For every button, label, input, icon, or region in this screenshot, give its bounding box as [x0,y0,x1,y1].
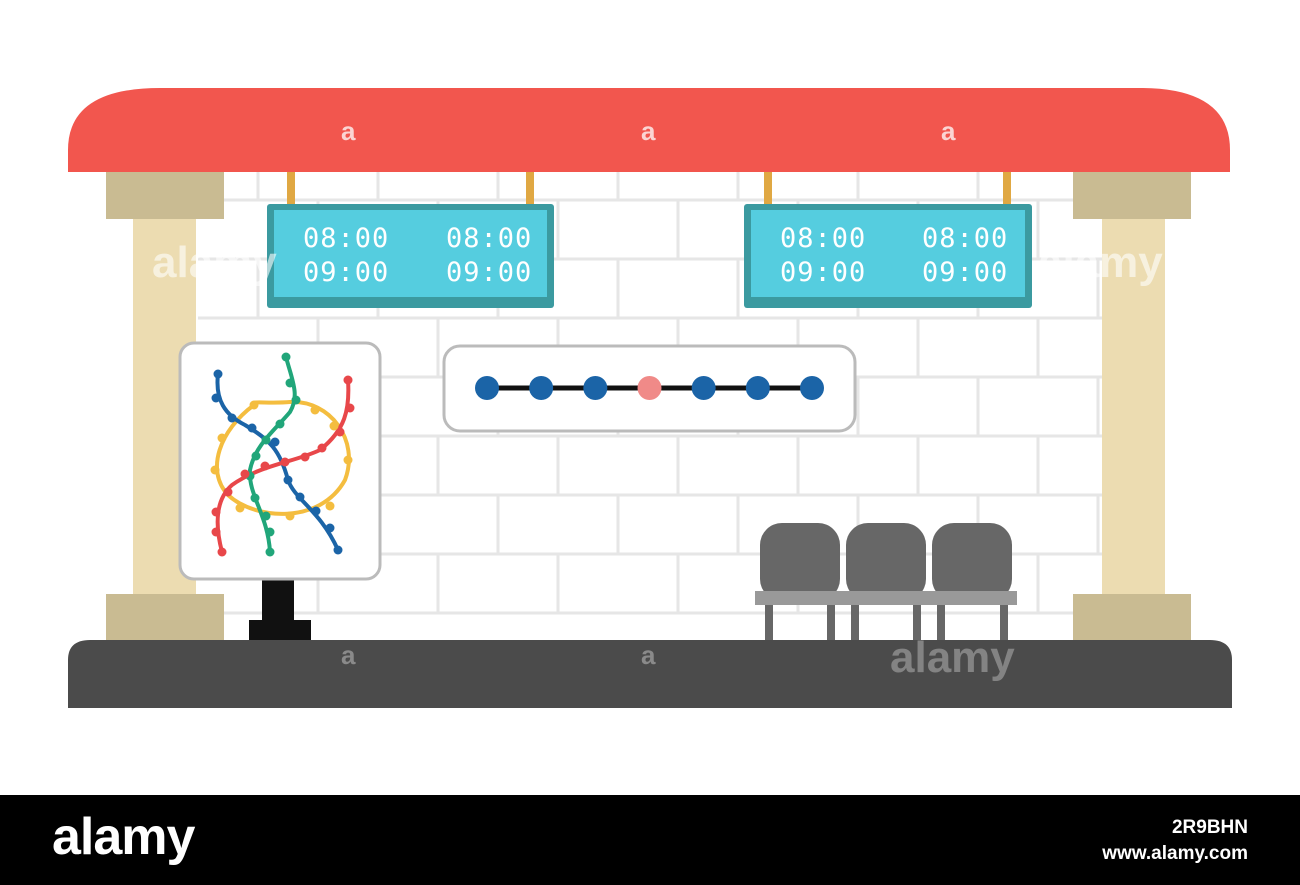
route-current-stop [637,376,662,400]
watermark-mark-3: a [941,116,956,146]
route-stop [529,376,554,400]
board-hangers [287,172,1011,206]
board-right-time-3: 09:00 [780,257,866,288]
board-right-time-2: 08:00 [922,223,1008,254]
metro-map-station [275,419,285,429]
footer-image-info: 2R9BHN www.alamy.com [1102,815,1248,867]
metro-map-station [343,455,353,465]
waiting-bench [755,523,1017,640]
metro-map-station [295,492,305,502]
bench-bar [755,591,1017,605]
route-stop [583,376,608,400]
metro-map-station [247,423,257,433]
departure-board-right: 08:00 08:00 09:00 09:00 [744,204,1032,308]
footer-image-id: 2R9BHN [1171,817,1248,838]
metro-map-station [335,427,345,437]
board-left-time-4: 09:00 [446,257,532,288]
bench-seat-2 [846,523,926,601]
board-right-time-4: 09:00 [922,257,1008,288]
board-right-time-1: 08:00 [780,223,866,254]
route-line-sign [442,344,857,433]
metro-map-station [249,400,259,410]
departure-board-left: 08:00 08:00 09:00 09:00 [267,204,554,308]
metro-map-station [211,507,221,517]
station-illustration: 08:00 08:00 09:00 09:00 08:00 08:00 09:0… [68,88,1232,708]
board-left-time-2: 08:00 [446,223,532,254]
metro-map-station [325,523,335,533]
metro-map-station [250,493,260,503]
metro-map-station [210,465,220,475]
metro-map-station [300,452,310,462]
metro-map-station [285,511,295,521]
board-left-time-3: 09:00 [303,257,389,288]
metro-map-station [280,457,290,467]
watermark-brand-bottom: alamy [890,633,1015,682]
right-pillar [1073,172,1191,640]
route-stop [475,376,499,400]
metro-map-station [227,413,237,423]
metro-map-station [235,503,245,513]
metro-map-station [317,443,327,453]
bench-seat-3 [932,523,1012,601]
footer-site: www.alamy.com [1102,843,1248,864]
metro-map-station [261,511,271,521]
metro-map-station [217,433,227,443]
board-left-time-1: 08:00 [303,223,389,254]
metro-map-station [270,437,280,447]
watermark-brand-right: alamy [1038,238,1163,287]
bench-seat-1 [760,523,840,601]
metro-map-station [283,475,293,485]
metro-map-station [211,393,221,403]
metro-map-station [211,527,221,537]
metro-map-station [265,527,275,537]
metro-map-station [325,501,335,511]
watermark-mark-4: a [341,640,356,670]
metro-map-station [261,435,271,445]
watermark-overlay: a a a alamy alamy a a alamy [152,116,1163,682]
metro-map-station [343,375,353,385]
metro-map-station [333,545,343,555]
route-stop [800,376,824,400]
metro-map-board [178,341,382,640]
footer-bar: alamy 2R9BHN www.alamy.com [0,795,1300,885]
metro-map-station [329,421,339,431]
metro-map-station [240,469,250,479]
metro-map-station [345,403,355,413]
metro-map-station [260,461,270,471]
route-stop [745,376,770,400]
watermark-mark-5: a [641,640,656,670]
metro-map-station [213,369,223,379]
watermark-mark-1: a [341,116,356,146]
footer-brand-logo: alamy [52,808,195,866]
metro-map-station [251,451,261,461]
route-stop [691,376,716,400]
platform-floor [68,640,1232,708]
watermark-brand-left: alamy [152,238,277,287]
metro-map-station [310,405,320,415]
metro-map-station [265,547,275,557]
metro-map-station [285,378,295,388]
metro-map-station [223,487,233,497]
watermark-mark-2: a [641,116,656,146]
metro-map-station [311,506,321,516]
metro-map-station [217,547,227,557]
metro-map-station [291,395,301,405]
metro-map-station [281,352,291,362]
station-roof [68,88,1230,172]
